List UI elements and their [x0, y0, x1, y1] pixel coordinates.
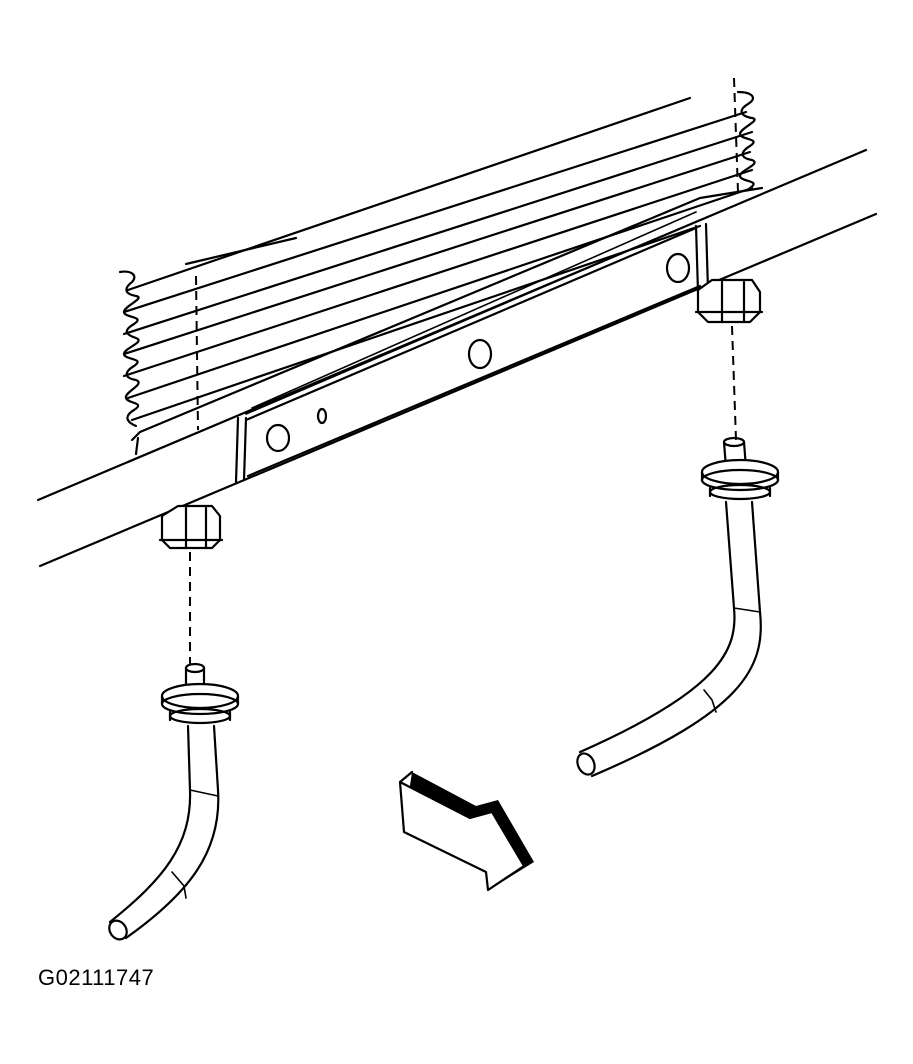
direction-arrow	[398, 770, 534, 892]
left-cooler-line	[108, 662, 240, 941]
figure-code: G02111747	[38, 965, 155, 990]
oil-cooler	[118, 77, 764, 456]
mounting-bracket	[234, 211, 710, 484]
left-fitting-nut	[158, 504, 224, 664]
right-fitting-nut	[694, 278, 764, 441]
right-cooler-line	[576, 436, 780, 778]
frame-rail	[36, 148, 878, 568]
